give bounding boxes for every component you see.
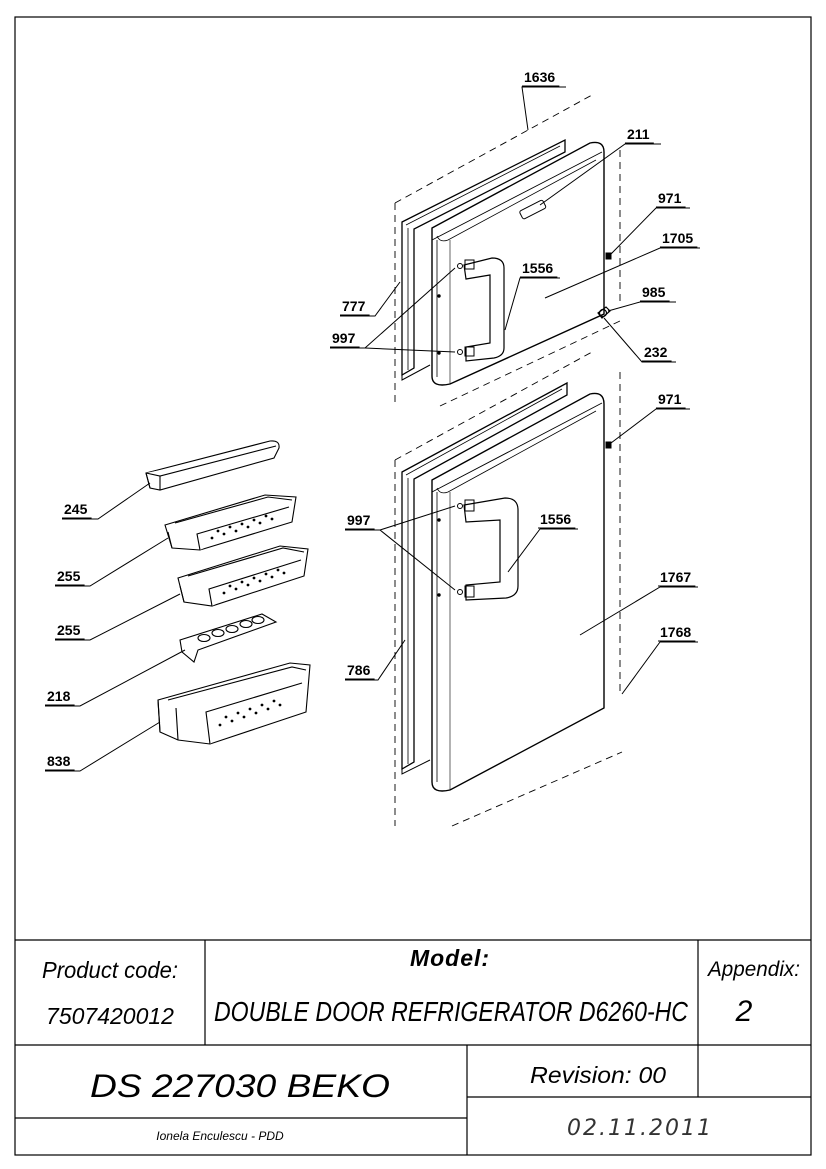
product-code-label: Product code:	[42, 957, 178, 983]
callout-1767: 1767	[660, 569, 691, 585]
bottle-shelf	[157, 662, 311, 745]
callout-1705: 1705	[662, 230, 693, 246]
callout-1556-upper: 1556	[522, 260, 553, 276]
hinge-plug-lower	[605, 441, 612, 449]
callout-245: 245	[64, 501, 88, 517]
door-shelves	[145, 440, 311, 745]
freezer-door-handle	[457, 257, 505, 362]
callout-838: 838	[47, 753, 71, 769]
freezer-door-dashed-envelope	[394, 94, 623, 407]
revision: Revision: 00	[530, 1062, 666, 1088]
dairy-compartment-cover	[145, 440, 280, 491]
hinge-bushing	[597, 306, 611, 319]
callout-1768: 1768	[660, 624, 691, 640]
appendix-label: Appendix:	[706, 958, 800, 981]
model-label: Model:	[410, 945, 490, 971]
fridge-door-dashed-envelope	[394, 351, 623, 827]
fridge-door-handle	[457, 497, 519, 601]
callout-211: 211	[627, 126, 650, 142]
egg-tray	[179, 613, 278, 663]
callout-255-upper: 255	[57, 568, 81, 584]
callout-1556-lower: 1556	[540, 511, 571, 527]
callout-1636: 1636	[524, 69, 555, 85]
callout-232: 232	[644, 344, 668, 360]
logo-plate	[519, 199, 547, 220]
hinge-plug-upper	[605, 252, 612, 260]
callout-971-lower: 971	[658, 391, 682, 407]
leader-lines	[45, 86, 700, 772]
callout-997-upper: 997	[332, 330, 356, 346]
callout-985: 985	[642, 284, 666, 300]
model-value: DOUBLE DOOR REFRIGERATOR D6260-HC	[214, 996, 689, 1027]
drawing-border	[14, 16, 812, 1156]
door-shelf-middle	[177, 545, 309, 607]
callout-997-lower: 997	[347, 512, 371, 528]
document-id: DS 227030 BEKO	[90, 1068, 390, 1104]
author: Ionela Enculescu - PDD	[156, 1129, 284, 1143]
drawing-date: 02.11.2011	[567, 1116, 713, 1141]
callout-971-upper: 971	[658, 190, 682, 206]
title-block: Product code: 7507420012 Model: DOUBLE D…	[15, 939, 811, 1155]
door-shelf-upper	[164, 494, 297, 551]
callout-218: 218	[47, 688, 71, 704]
freezer-door-panel	[431, 141, 605, 386]
appendix-value: 2	[735, 995, 753, 1028]
callout-777: 777	[342, 298, 366, 314]
product-code-value: 7507420012	[46, 1003, 174, 1029]
freezer-door-gasket	[401, 138, 566, 381]
fridge-door-panel	[431, 392, 605, 792]
part-callouts: 1636 211 971 1705 1556 985 777 997 232 9…	[45, 69, 698, 771]
callout-255-middle: 255	[57, 622, 81, 638]
callout-786: 786	[347, 662, 371, 678]
fridge-door-assembly	[394, 351, 623, 827]
fridge-door-gasket	[401, 381, 568, 775]
freezer-door-assembly	[394, 94, 623, 407]
